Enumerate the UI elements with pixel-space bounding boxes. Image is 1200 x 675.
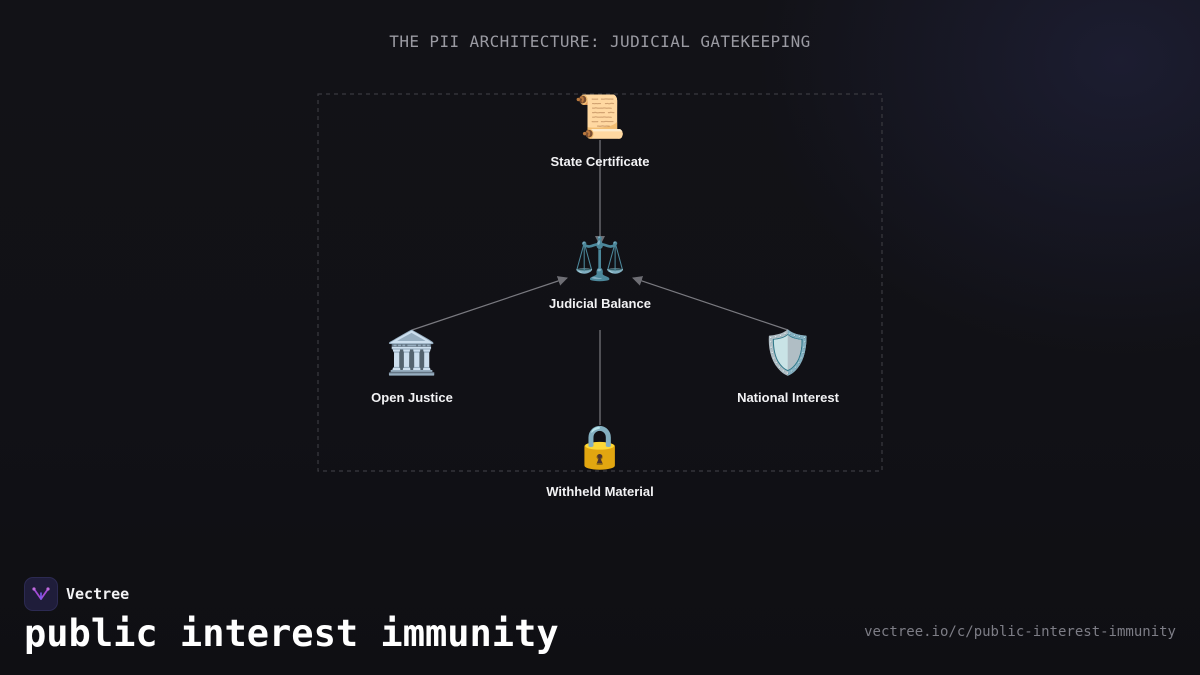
courthouse-icon: 🏛️ bbox=[385, 328, 439, 377]
vectree-logo-icon bbox=[24, 577, 58, 611]
node-label: Judicial Balance bbox=[549, 296, 651, 311]
node-label: Open Justice bbox=[371, 390, 453, 405]
scales-icon: ⚖️ bbox=[573, 234, 627, 283]
edge-national-interest-to-judicial-balance bbox=[632, 276, 789, 331]
diagram-title: THE PII ARCHITECTURE: JUDICIAL GATEKEEPI… bbox=[389, 32, 811, 51]
node-label: Withheld Material bbox=[546, 484, 654, 499]
node-label: State Certificate bbox=[550, 154, 650, 169]
brand[interactable]: Vectree bbox=[24, 577, 129, 611]
page-heading: public interest immunity bbox=[24, 612, 559, 655]
shield-icon: 🛡️ bbox=[761, 328, 815, 377]
scroll-icon: 📜 bbox=[573, 92, 627, 141]
node-state-certificate: 📜 State Certificate bbox=[510, 92, 690, 169]
node-withheld-material: 🔒 Withheld Material bbox=[510, 422, 690, 499]
lock-icon: 🔒 bbox=[573, 422, 627, 471]
node-national-interest: 🛡️ National Interest bbox=[698, 328, 878, 405]
source-url[interactable]: vectree.io/c/public-interest-immunity bbox=[864, 624, 1176, 640]
edge-open-justice-to-judicial-balance bbox=[411, 276, 568, 331]
node-label: National Interest bbox=[737, 390, 839, 405]
node-open-justice: 🏛️ Open Justice bbox=[322, 328, 502, 405]
group-frame bbox=[317, 93, 883, 472]
brand-name: Vectree bbox=[66, 585, 130, 603]
node-judicial-balance: ⚖️ Judicial Balance bbox=[510, 234, 690, 311]
